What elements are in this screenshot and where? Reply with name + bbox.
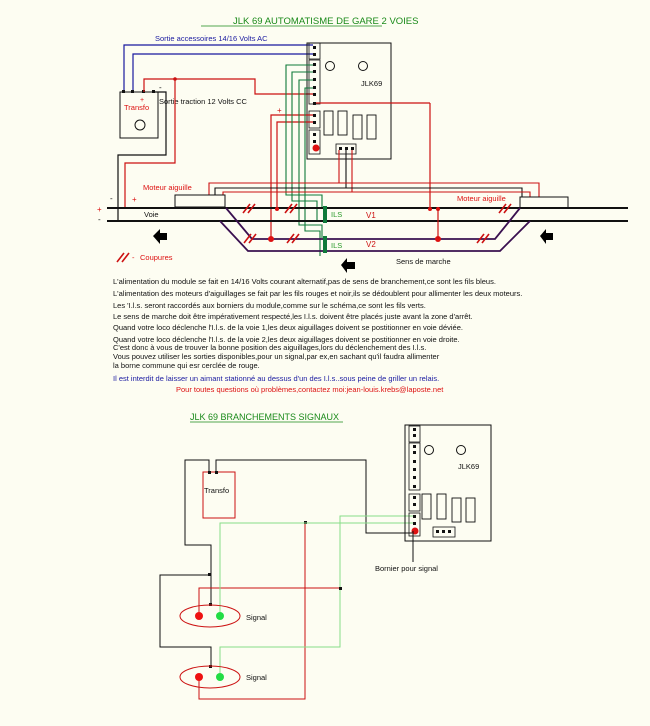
track-minus: - <box>98 215 101 224</box>
relays-2 <box>421 493 476 523</box>
signal-1-green-lamp <box>216 612 224 620</box>
cuts-legend-label: Coupures <box>140 253 173 262</box>
terminal-block-c <box>308 110 321 129</box>
note-line: Les 'I.l.s. seront raccordés aux bornier… <box>113 301 426 310</box>
transfo-box-1 <box>119 91 159 139</box>
point-motor-right-label: Moteur aiguille <box>457 194 506 203</box>
note-line: la borne commune qui esr cerclée de roug… <box>113 361 260 370</box>
ils-wires <box>285 64 323 256</box>
terminal-pins-1 <box>313 46 316 143</box>
contact-line[interactable]: Pour toutes questions où problèmes,conta… <box>176 385 444 394</box>
warning-line: Il est interdit de laisser un aimant sta… <box>113 374 440 383</box>
signal-2-body <box>179 665 241 689</box>
svg-text:-: - <box>132 253 135 262</box>
point-motor-left <box>174 194 226 208</box>
diagram1-title: JLK 69 AUTOMATISME DE GARE 2 VOIES <box>233 16 418 27</box>
traction-plus-wire <box>124 78 176 209</box>
terminal-block-d <box>308 129 321 155</box>
note-line: Quand votre loco déclenche l'I.l.s. de l… <box>113 335 460 344</box>
accessory-output-label: Sortie accessoires 14/16 Volts AC <box>155 34 268 43</box>
signal-green-wires <box>219 515 413 677</box>
terminal-pins-2 <box>413 428 416 525</box>
feed-points <box>268 207 441 242</box>
signal-terminal-label: Bornier pour signal <box>375 564 438 573</box>
ils-sensor-1 <box>323 206 327 223</box>
transfo-box-2 <box>202 471 236 519</box>
traction-minus-wire <box>117 91 167 222</box>
signal-1-label: Signal <box>246 613 267 622</box>
v2-label: V2 <box>366 240 376 249</box>
traction-plus-label: + <box>132 195 137 204</box>
signal-1-red-lamp <box>195 612 203 620</box>
point-motor-wires <box>208 150 540 197</box>
direction-arrow-left-2 <box>540 229 553 244</box>
main-track <box>107 207 628 222</box>
terminal-block-b <box>308 59 321 105</box>
signal-common-wire <box>159 459 413 666</box>
plus-label-module: + <box>277 106 282 115</box>
point-motor-left-label: Moteur aiguille <box>143 183 192 192</box>
signal-2-green-lamp <box>216 673 224 681</box>
track-plus: + <box>97 205 102 214</box>
point-motor-right <box>519 196 569 209</box>
signal-2-red-lamp <box>195 673 203 681</box>
direction-arrow-left-3 <box>341 258 355 273</box>
module-feed-red <box>175 78 313 95</box>
jlk69-module-2 <box>404 424 492 542</box>
note-line: Le sens de marche doit être impérativeme… <box>113 312 473 321</box>
v1-label: V1 <box>366 211 376 220</box>
note-line: L'alimentation des moteurs d'aiguillages… <box>113 289 523 298</box>
ils-label-1: ILS <box>331 210 342 219</box>
module-led-1 <box>325 61 335 71</box>
note-line: C'est donc à vous de trouver la bonne po… <box>113 343 427 352</box>
module-led-2 <box>358 61 368 71</box>
relays-1 <box>323 110 377 140</box>
module-label-2: JLK69 <box>458 462 479 471</box>
transfo-knob-1 <box>134 119 146 131</box>
note-line: Vous pouvez utiliser les sorties disponi… <box>113 352 440 361</box>
direction-label: Sens de marche <box>396 257 451 266</box>
transfo-plus: + <box>140 97 144 104</box>
transfo-label-1: Transfo <box>124 103 149 112</box>
traction-output-label: Sortie traction 12 Volts CC <box>159 97 248 106</box>
accessory-wires <box>123 44 313 92</box>
siding-track <box>219 207 531 252</box>
jlk69-module-1 <box>306 42 392 160</box>
module-label-1: JLK69 <box>361 79 382 88</box>
track-label: Voie <box>144 210 159 219</box>
diagram2-title: JLK 69 BRANCHEMENTS SIGNAUX <box>190 412 339 422</box>
rail-cuts <box>116 203 512 263</box>
direction-arrow-left-1 <box>153 229 167 244</box>
ils-label-2: ILS <box>331 241 342 250</box>
signal-red-wire <box>198 523 306 700</box>
note-line: L'alimentation du module se fait en 14/1… <box>113 277 496 286</box>
terminal-block-a <box>308 42 321 60</box>
transfo-minus: - <box>159 83 162 92</box>
common-terminal-red <box>312 144 320 152</box>
signal-2-label: Signal <box>246 673 267 682</box>
note-line: Quand votre loco déclenche l'I.l.s. de l… <box>113 323 463 332</box>
traction-minus-label: - <box>110 194 113 203</box>
ils-sensor-2 <box>323 236 327 253</box>
signal-1-body <box>179 604 241 628</box>
transfo-label-2: Transfo <box>204 486 229 495</box>
